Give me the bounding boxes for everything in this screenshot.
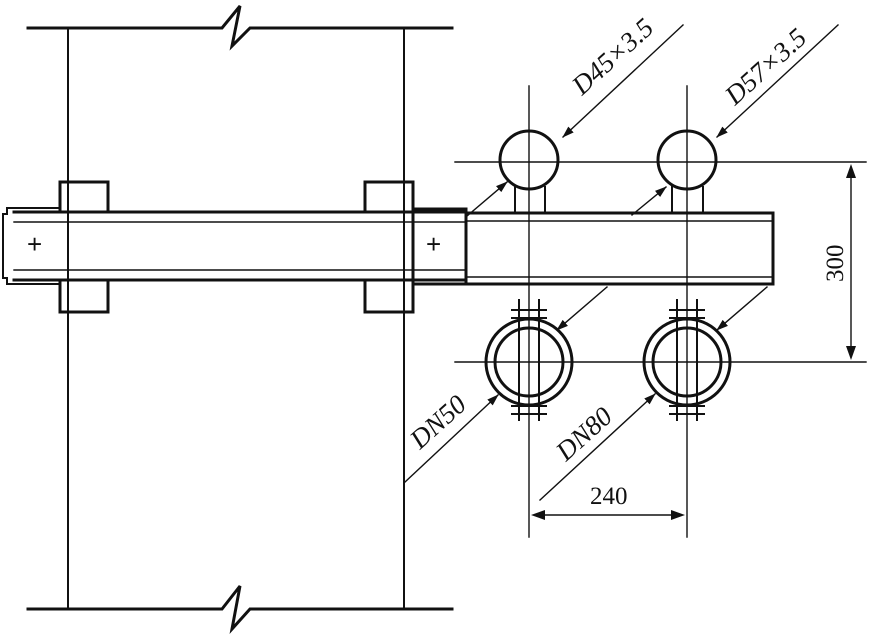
column bbox=[26, 5, 454, 634]
bolt-mark-left: + bbox=[27, 229, 42, 259]
dimension-240-text: 240 bbox=[590, 483, 628, 510]
column-top-break bbox=[26, 5, 454, 51]
pipe-d45 bbox=[498, 129, 560, 214]
pipe-dn50 bbox=[484, 299, 574, 421]
end-plate bbox=[2, 207, 61, 285]
clamp-block-left-bottom bbox=[58, 278, 110, 314]
clamp-block-right-top bbox=[363, 180, 415, 214]
clamp-plate bbox=[411, 207, 468, 286]
pipe-d57 bbox=[656, 129, 718, 214]
dimension-240 bbox=[531, 510, 685, 520]
pipe-dn80 bbox=[642, 299, 732, 421]
label-d57: D57×3.5 bbox=[718, 22, 812, 111]
clamp-block-right-bottom bbox=[363, 278, 415, 314]
label-dn80: DN80 bbox=[549, 401, 618, 467]
cantilever-channel bbox=[464, 211, 775, 286]
through-beam bbox=[12, 210, 467, 282]
dimension-300-text: 300 bbox=[822, 245, 849, 283]
dimension-300 bbox=[846, 164, 856, 360]
column-bottom-break bbox=[26, 585, 454, 634]
label-dn50: DN50 bbox=[403, 389, 472, 455]
bolt-mark-right: + bbox=[426, 229, 441, 259]
label-d45: D45×3.5 bbox=[565, 12, 659, 101]
clamp-block-left-top bbox=[58, 180, 110, 214]
leaders bbox=[404, 24, 839, 501]
